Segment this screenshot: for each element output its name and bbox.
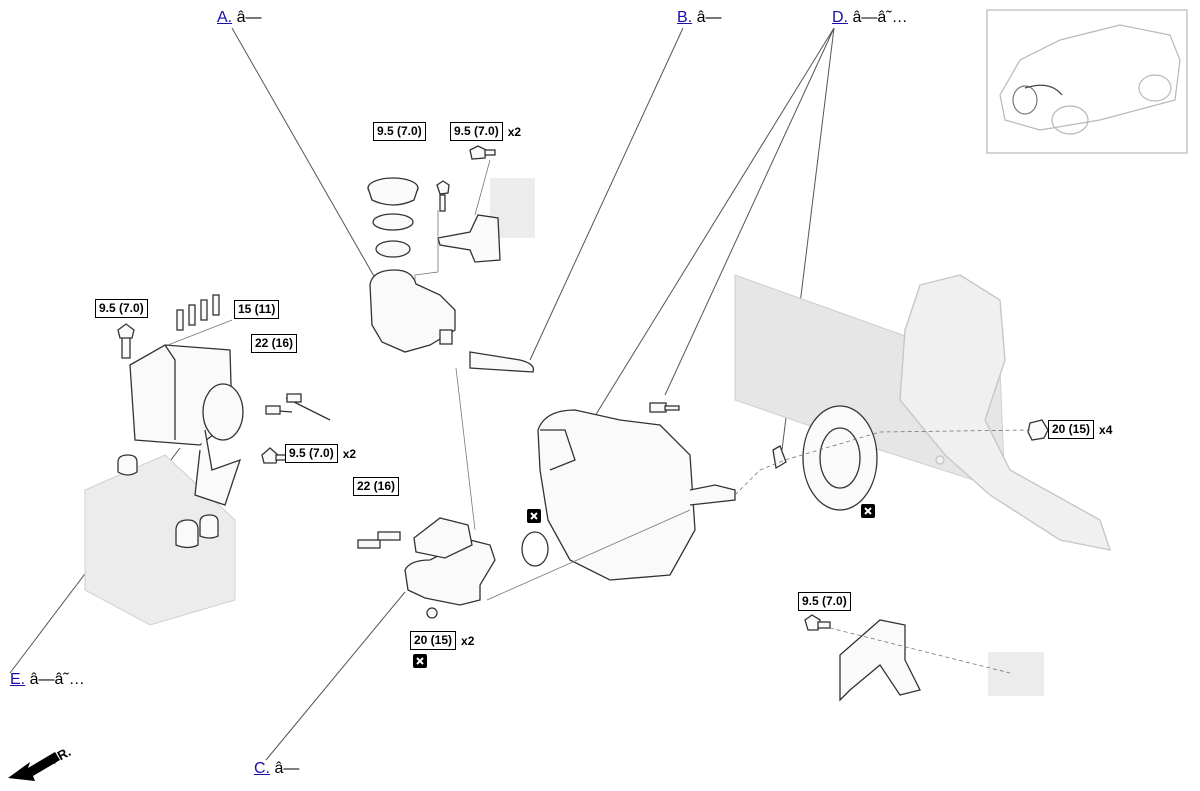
callout-d: D. â—â˜…	[832, 9, 908, 27]
callout-c: C. â—	[254, 760, 299, 778]
leader-line-c	[265, 591, 406, 761]
torque-spec: 9.5 (7.0)	[373, 122, 426, 141]
vehicle-locator-inset	[986, 9, 1188, 154]
callout-d-text: â—â˜…	[848, 9, 908, 26]
torque-value: 20 (15)	[410, 631, 457, 650]
torque-multiplier: x4	[1099, 422, 1113, 437]
bolt-small	[436, 145, 496, 212]
leader-line-b	[529, 27, 684, 361]
no-reuse-icon	[527, 509, 541, 523]
callout-a-text: â—	[232, 9, 262, 26]
brake-fluid-reservoir	[369, 269, 456, 353]
no-reuse-icon	[861, 504, 875, 518]
no-reuse-icon	[413, 654, 427, 668]
abs-actuator	[117, 323, 244, 506]
leader-line-d2	[664, 27, 835, 396]
callout-b: B. â—	[677, 9, 721, 27]
bracket-panel-right	[988, 652, 1044, 696]
torque-value: 20 (15)	[1048, 420, 1095, 439]
torque-spec: 22 (16)	[251, 334, 298, 353]
torque-multiplier: x2	[461, 633, 475, 648]
abs-bolt-x2	[261, 447, 287, 464]
reservoir-bracket	[437, 214, 501, 263]
torque-value: 9.5 (7.0)	[373, 122, 426, 141]
callout-b-text: â—	[692, 9, 722, 26]
brake-booster-assembly	[537, 402, 736, 581]
booster-nut	[1027, 419, 1049, 441]
torque-spec: 22 (16)	[353, 477, 400, 496]
booster-bracket	[804, 614, 921, 702]
abs-bracket-bushings	[117, 454, 219, 549]
reservoir-hose	[469, 351, 535, 373]
torque-multiplier: x2	[342, 446, 357, 461]
torque-spec: 15 (11)	[234, 300, 280, 319]
abs-solenoid-bolts	[176, 294, 220, 331]
master-cylinder-pipes	[357, 531, 401, 549]
torque-value: 9.5 (7.0)	[95, 299, 148, 318]
torque-value: 15 (11)	[234, 300, 280, 319]
leader-line-d1	[594, 27, 835, 417]
torque-spec: 20 (15) x2	[410, 631, 474, 650]
torque-spec: 9.5 (7.0) x2	[285, 444, 356, 463]
brake-master-cylinder	[404, 517, 496, 619]
torque-spec: 9.5 (7.0)	[95, 299, 148, 318]
clevis-clip	[772, 445, 787, 470]
callout-b-link[interactable]: B.	[677, 9, 693, 26]
o-ring	[521, 531, 549, 567]
torque-multiplier: x2	[507, 124, 522, 139]
callout-d-link[interactable]: D.	[832, 9, 848, 26]
torque-value: 9.5 (7.0)	[450, 122, 503, 141]
torque-value: 9.5 (7.0)	[285, 444, 338, 463]
torque-value: 9.5 (7.0)	[798, 592, 851, 611]
torque-spec: 9.5 (7.0)	[798, 592, 851, 611]
front-arrow-icon	[8, 752, 60, 781]
callout-a: A. â—	[217, 9, 261, 27]
reservoir-cap	[367, 177, 419, 258]
torque-spec: 9.5 (7.0) x2	[450, 122, 521, 141]
leader-line-a	[231, 27, 376, 279]
torque-value: 22 (16)	[353, 477, 400, 496]
torque-spec: 20 (15) x4	[1048, 420, 1112, 439]
brake-pedal	[899, 274, 1112, 551]
callout-e-link[interactable]: E.	[10, 671, 26, 688]
callout-e-text: â—â˜…	[25, 671, 85, 688]
callout-c-link[interactable]: C.	[254, 760, 270, 777]
callout-a-link[interactable]: A.	[217, 9, 233, 26]
torque-value: 22 (16)	[251, 334, 298, 353]
booster-gasket	[802, 405, 878, 511]
callout-c-text: â—	[270, 760, 300, 777]
callout-e: E. â—â˜…	[10, 671, 85, 689]
body-panel-left	[84, 454, 236, 626]
brake-lines-abs	[265, 393, 331, 421]
